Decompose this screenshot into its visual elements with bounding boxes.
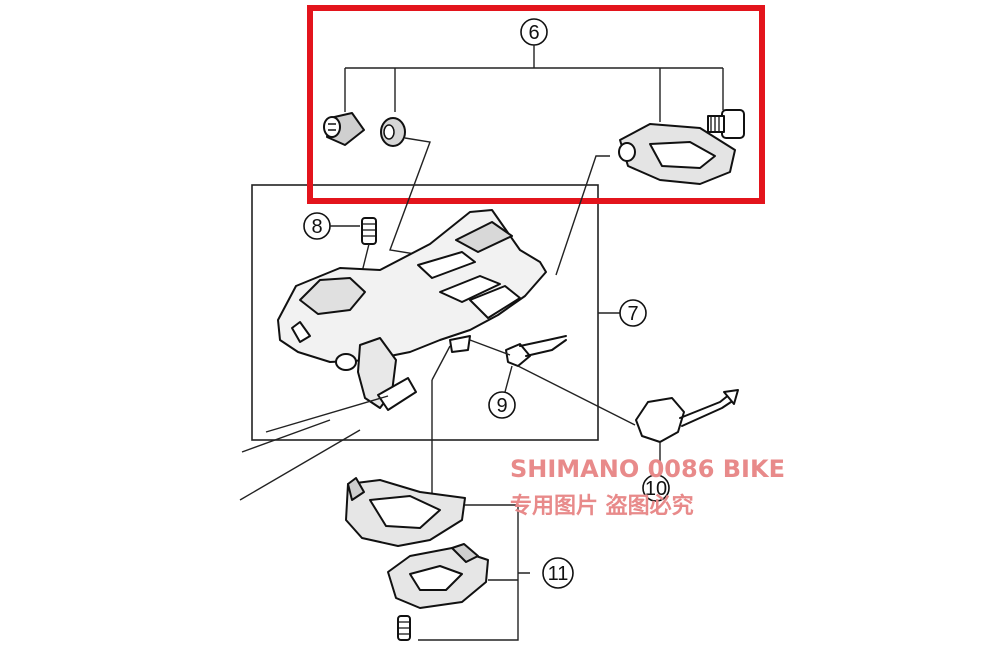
highlight-box [307,5,765,204]
callout-6: 6 [344,18,724,122]
callout-11-number: 11 [548,563,569,585]
washer [380,117,406,147]
callout-11: 11 [418,504,574,641]
callout-8-number: 8 [311,216,322,238]
callout-8: 8 [303,212,360,240]
callout-6-number: 6 [528,22,539,44]
cap-bolt [323,112,365,146]
callout-10: 10 [642,442,670,502]
cover-screw [397,615,411,641]
watermark-line-1: SHIMANO 0086 BIKE [510,455,785,483]
threaded-bolt [707,109,745,139]
callout-7: 7 [598,299,647,327]
callout-7-number: 7 [627,303,638,325]
lower-cover-lower [387,543,489,609]
callout-9: 9 [488,365,516,419]
clamp-band [618,123,736,185]
callout-10-number: 10 [645,478,667,500]
lower-cover-upper [345,477,466,547]
watermark-line-2: 专用图片 盗图必究 [510,493,694,519]
lever-body [277,209,547,411]
callout-9-number: 9 [496,395,507,417]
cable-cover [635,389,739,443]
spring-clip [505,335,567,367]
